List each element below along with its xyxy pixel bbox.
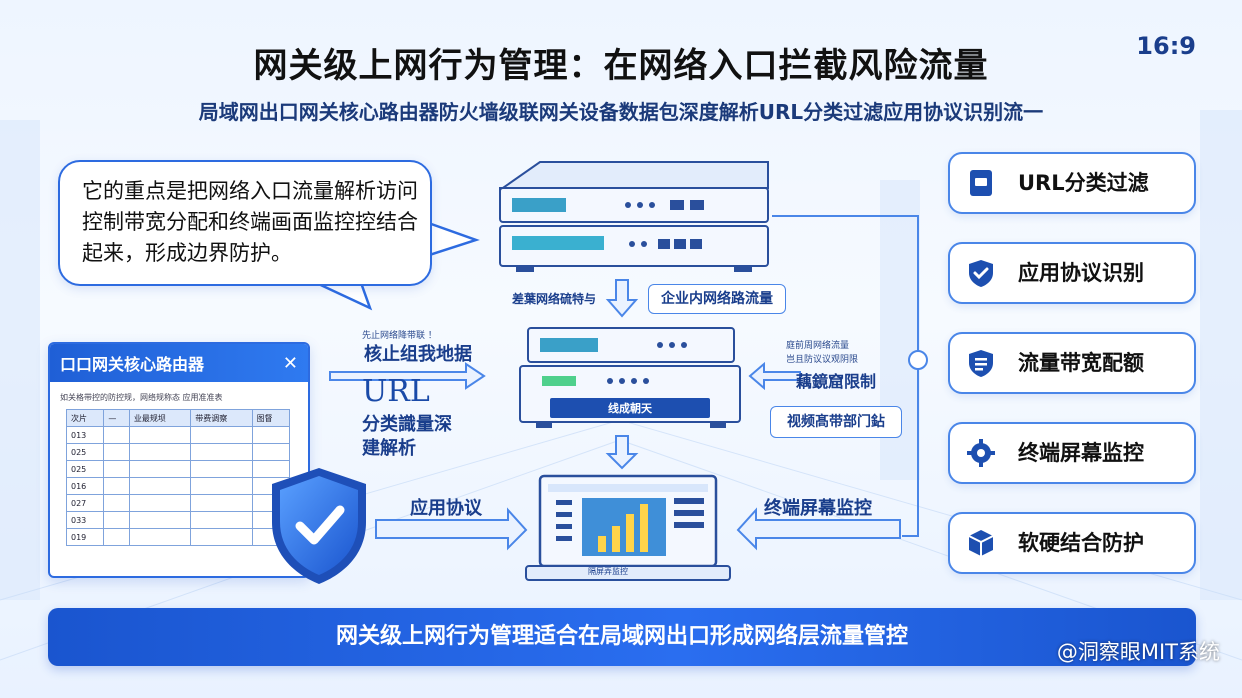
feature-screen-monitor[interactable]: 终端屏幕监控 <box>948 422 1196 484</box>
shield-check-icon <box>272 468 366 584</box>
page-title: 网关级上网行为管理：在网络入口拦截风险流量 <box>253 46 989 86</box>
table-row: 025 <box>65 443 291 461</box>
feature-hybrid-protection[interactable]: 软硬结合防护 <box>948 512 1196 574</box>
bubble-tail <box>309 218 480 311</box>
table-cell: 016 <box>65 477 105 495</box>
footer-banner: 网关级上网行为管理适合在局域网出口形成网络层流量管控 <box>48 608 1196 666</box>
table-header-cell: 带费调察 <box>190 409 253 427</box>
table-row: 027 <box>65 494 291 512</box>
table-row: 033 <box>65 511 291 529</box>
left-flow-small: 先止网络降带联 ！ <box>362 331 437 341</box>
feature-label: URL分类过滤 <box>1018 171 1149 195</box>
gateway-device-icon <box>519 327 741 428</box>
feature-label: 应用协议识别 <box>1018 261 1144 285</box>
feature-protocol-identify[interactable]: 应用协议识别 <box>948 242 1196 304</box>
right-flow-small-2: 岂且防议议观阴限 <box>786 355 859 365</box>
table-header-cell: 次片 <box>65 409 105 427</box>
feature-label: 终端屏幕监控 <box>1018 441 1144 465</box>
classify-label-2: 建解析 <box>362 438 416 459</box>
top-flow-label: 差葉网络硫特与 <box>512 292 597 306</box>
gateway-device-label: 线成朝天 <box>608 402 652 415</box>
feature-bandwidth-quota[interactable]: 流量带宽配额 <box>948 332 1196 394</box>
page-subtitle: 局域网出口网关核心路由器防火墙级联网关设备数据包深度解析URL分类过滤应用协议识… <box>198 100 1044 124</box>
table-header-cell: — <box>103 409 130 427</box>
network-flow-diagram <box>329 161 928 581</box>
table-cell: 025 <box>65 460 105 478</box>
bubble-text: 它的重点是把网络入口流量解析访问控制带宽分配和终端画面监控控结合起来，形成边界防… <box>82 179 418 265</box>
router-panel-description: 如关格带控的防控规，网络规称态 应用准准表 <box>60 393 223 402</box>
screen-monitor-label: 终端屏幕监控 <box>764 498 872 519</box>
gear-icon <box>967 439 995 467</box>
table-row: 025 <box>65 460 291 478</box>
video-bandwidth-tag: 视频髙带部门鉆 <box>770 406 902 438</box>
enterprise-traffic-tag: 企业内网络路流量 <box>648 284 786 314</box>
router-table: 次片 — 业最规坝 带费调察 图督 013 025 025 016 027 03… <box>65 409 291 546</box>
table-cell: 033 <box>65 511 105 529</box>
protocol-label: 应用协议 <box>410 498 482 519</box>
aspect-ratio-label: 16:9 <box>1136 32 1196 60</box>
table-cell: 025 <box>65 443 105 461</box>
right-flow-label: 藕鏡窟限制 <box>796 372 877 391</box>
monitor-icon <box>525 474 731 581</box>
watermark: @洞察眼MIT系统 <box>1056 640 1220 664</box>
table-cell: 027 <box>65 494 105 512</box>
document-icon <box>970 170 992 196</box>
router-panel: 口口网关核心路由器 ✕ 如关格带控的防控规，网络规称态 应用准准表 次片 — 业… <box>48 342 310 578</box>
table-row: 013 <box>65 426 291 444</box>
list-shield-icon <box>969 350 993 377</box>
router-panel-title: 口口网关核心路由器 <box>60 355 205 374</box>
table-cell: 019 <box>65 528 105 546</box>
close-icon[interactable]: ✕ <box>282 352 298 374</box>
router-panel-header: 口口网关核心路由器 ✕ <box>50 344 308 382</box>
feature-label: 流量带宽配额 <box>1018 351 1144 375</box>
cube-icon <box>968 530 994 556</box>
core-router-icon <box>499 161 769 272</box>
shield-check-icon <box>969 260 993 287</box>
url-label: URL <box>362 374 430 409</box>
classify-label-1: 分类識量深 <box>362 414 452 435</box>
feature-label: 软硬结合防护 <box>1018 531 1144 555</box>
left-flow-label: 核止组我地据 <box>364 344 472 365</box>
feature-url-filter[interactable]: URL分类过滤 <box>948 152 1196 214</box>
speech-bubble: 它的重点是把网络入口流量解析访问控制带宽分配和终端画面监控控结合起来，形成边界防… <box>58 160 432 286</box>
monitor-label: 隔屏弄监控 <box>588 567 628 576</box>
table-header-cell: 业最规坝 <box>128 409 192 427</box>
footer-text: 网关级上网行为管理适合在局域网出口形成网络层流量管控 <box>335 624 908 649</box>
right-flow-small-1: 庭前周网络流量 <box>786 341 850 351</box>
table-header-cell: 图督 <box>251 409 291 427</box>
table-row: 016 <box>65 477 291 495</box>
table-cell: 013 <box>65 426 105 444</box>
table-row: 019 <box>65 528 291 546</box>
